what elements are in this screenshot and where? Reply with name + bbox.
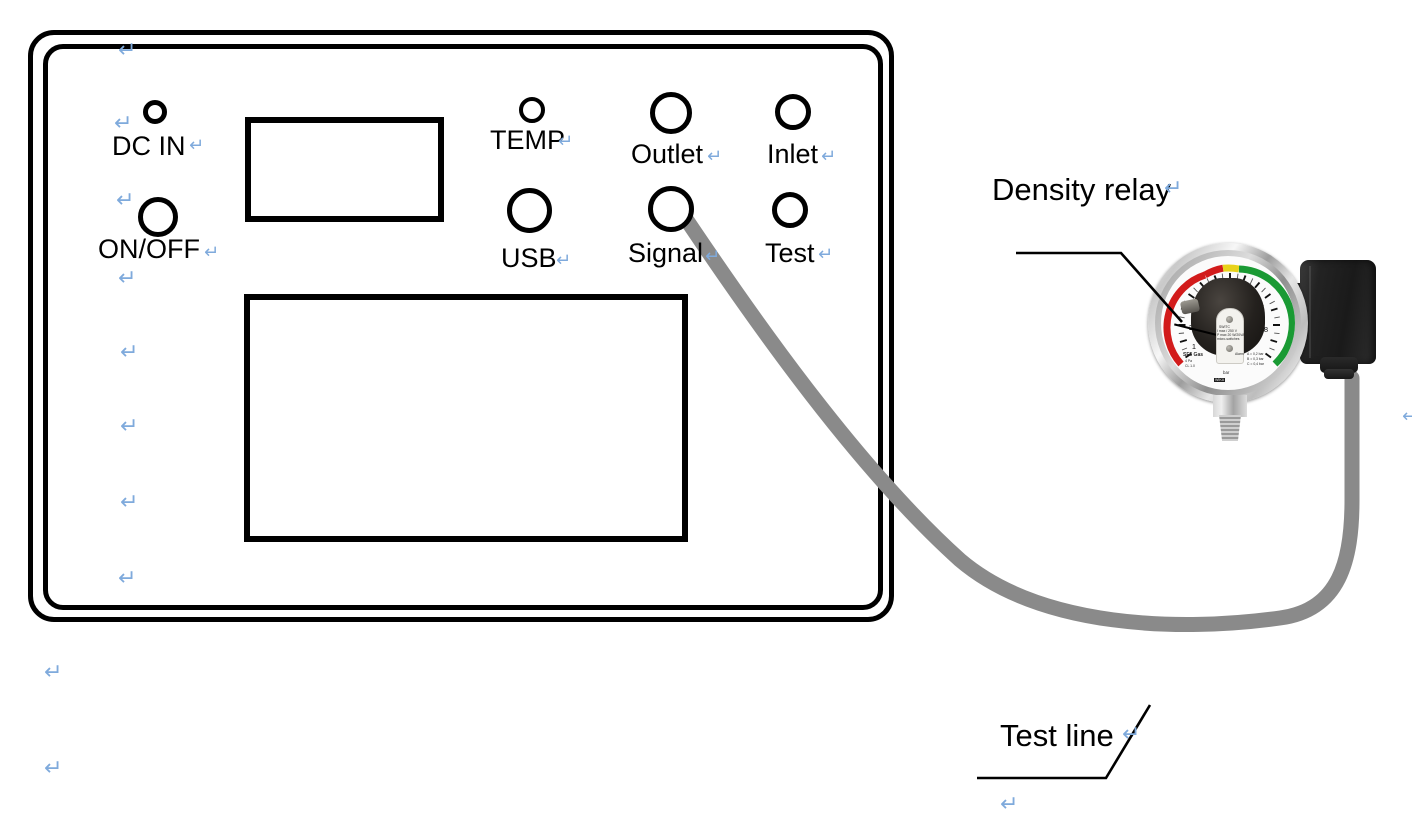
density-relay-leader (1016, 251, 1183, 323)
annotation-test-line: Test line (1000, 718, 1114, 753)
port-label-outlet: Outlet (631, 139, 704, 169)
return-mark-7: ↵ (120, 340, 139, 365)
port-test-connector[interactable] (772, 192, 808, 228)
relay-cable-gland-nut (1324, 369, 1354, 379)
port-label-inlet: Inlet (767, 139, 819, 169)
port-label-temp: TEMP (490, 125, 566, 155)
gauge-spec-title: SWITC (1219, 325, 1230, 329)
port-usb-connector[interactable] (507, 188, 552, 233)
gauge-setpoint-c: C = 0,4 bar (1247, 362, 1264, 366)
gauge-face-line2: 4 Pa (1185, 359, 1192, 363)
gauge-setpoint-b: B = 0,3 bar (1247, 357, 1264, 361)
port-label-usb: USB (501, 243, 557, 273)
test-line-leader (977, 704, 1152, 780)
top-display-screen (245, 117, 444, 222)
return-mark-17: ↵ (821, 146, 837, 167)
gauge-threaded-stem (1219, 415, 1241, 441)
return-mark-14: ↵ (556, 250, 572, 271)
return-mark-10: ↵ (118, 566, 137, 591)
gauge-spec-line3: micro-switches (1217, 337, 1240, 341)
density-relay-gauge: 1 2 3 4 5 6 7 8 SWITC I max / 250 V P ma… (1148, 243, 1398, 441)
return-mark-21: ↵ (1000, 792, 1019, 817)
relay-connector-housing (1300, 260, 1376, 364)
main-display-screen (244, 294, 688, 542)
gauge-process-fitting (1213, 395, 1247, 417)
return-mark-8: ↵ (120, 414, 139, 439)
gauge-spec-line1: I max / 250 V (1217, 329, 1237, 333)
return-mark-22: ↵ (1402, 408, 1412, 426)
return-mark-3: ↵ (189, 135, 205, 156)
gauge-spec-line2: P max 20 W/20VA (1217, 333, 1245, 337)
gauge-gas-label: SF6 Gas (1183, 352, 1204, 358)
return-mark-5: ↵ (204, 242, 220, 263)
gauge-setpoints-title: Alarm (1235, 352, 1244, 356)
return-mark-9: ↵ (120, 490, 139, 515)
gauge-brand-label: WIKA (1214, 378, 1226, 383)
port-label-signal: Signal (628, 238, 704, 268)
port-onoff-button[interactable] (138, 197, 178, 237)
gauge-unit-label: bar (1223, 370, 1230, 375)
gauge-face-line3: CL 1.0 (1185, 364, 1195, 368)
svg-text:1: 1 (1192, 342, 1196, 351)
gauge-screw-bottom (1226, 345, 1233, 352)
gauge-dial-face: 1 2 3 4 5 6 7 8 SWITC I max / 250 V P ma… (1161, 256, 1295, 390)
port-signal-connector[interactable] (648, 186, 694, 232)
annotation-density-relay: Density relay (992, 172, 1172, 207)
return-mark-20: ↵ (1122, 722, 1141, 747)
port-label-onoff: ON/OFF (98, 234, 200, 264)
return-mark-18: ↵ (818, 244, 834, 265)
return-mark-4: ↵ (116, 188, 135, 213)
gauge-setpoint-a: A = 0,2 bar (1247, 352, 1264, 356)
port-temp-connector[interactable] (519, 97, 545, 123)
port-label-dcin: DC IN (112, 131, 186, 161)
return-mark-1: ↵ (118, 38, 137, 63)
gauge-spec-plate: SWITC I max / 250 V P max 20 W/20VA micr… (1216, 308, 1244, 364)
return-mark-19: ↵ (1164, 176, 1183, 201)
gauge-screw-top (1226, 316, 1233, 323)
port-outlet-connector[interactable] (650, 92, 692, 134)
return-mark-12: ↵ (44, 756, 63, 781)
return-mark-11: ↵ (44, 660, 63, 685)
return-mark-6: ↵ (118, 266, 137, 291)
return-mark-15: ↵ (707, 146, 723, 167)
port-label-test: Test (765, 238, 815, 268)
port-dcin-connector[interactable] (143, 100, 167, 124)
return-mark-16: ↵ (705, 246, 721, 267)
return-mark-13: ↵ (558, 131, 574, 152)
svg-text:8: 8 (1264, 325, 1268, 334)
return-mark-2: ↵ (114, 111, 133, 136)
port-inlet-connector[interactable] (775, 94, 811, 130)
